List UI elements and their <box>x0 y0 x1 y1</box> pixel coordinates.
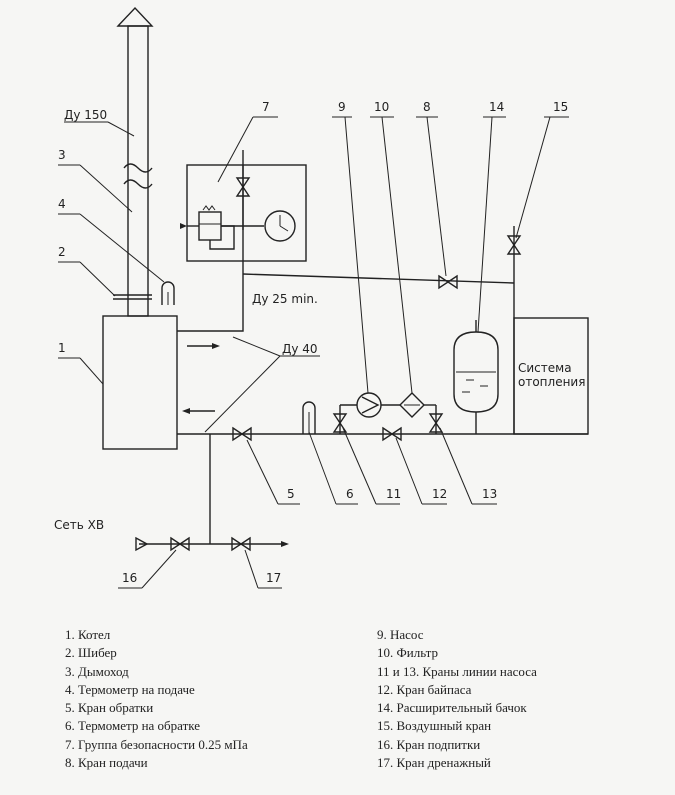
expansion-tank <box>453 320 499 434</box>
legend-item: 12. Кран байпаса <box>377 681 472 697</box>
legend-item: 16. Кран подпитки <box>377 736 481 752</box>
callout-10: 10 <box>374 100 389 114</box>
legend-item: 1. Котел <box>65 627 111 642</box>
filter <box>399 392 425 418</box>
legend-item: 3. Дымоход <box>65 663 129 679</box>
legend-left-column: 1. Котел 2. Шибер 3. Дымоход 4. Термомет… <box>65 626 248 772</box>
callout-5: 5 <box>287 487 295 501</box>
damper <box>113 294 152 300</box>
callout-1: 1 <box>58 341 66 355</box>
heating-scheme-diagram: Система отопления <box>54 6 589 589</box>
callout-8: 8 <box>423 100 431 114</box>
callout-9: 9 <box>338 100 346 114</box>
callout-2: 2 <box>58 245 66 259</box>
air-valve <box>506 226 522 256</box>
label-du40: Ду 40 <box>282 342 318 356</box>
supply-thermometer <box>161 281 175 305</box>
legend-item: 14. Расширительный бачок <box>377 700 527 716</box>
pump-line-valve-13 <box>428 413 444 433</box>
legend-item: 17. Кран дренажный <box>377 755 491 771</box>
callout-6: 6 <box>346 487 354 501</box>
label-du150: Ду 150 <box>64 108 107 122</box>
pump-line-valve-11 <box>332 413 348 433</box>
supply-valve <box>438 274 458 290</box>
callout-3: 3 <box>58 148 66 162</box>
bypass-valve <box>382 426 402 442</box>
callout-14: 14 <box>489 100 504 114</box>
pump <box>356 392 382 418</box>
drain-valve <box>231 536 251 552</box>
legend-item: 8. Кран подачи <box>65 755 148 771</box>
make-up-valve <box>170 536 190 552</box>
supply-pipe <box>177 165 515 434</box>
callouts: 1 2 3 4 7 9 10 8 14 15 5 6 11 12 13 16 1 <box>58 100 569 589</box>
legend-item: 7. Группа безопасности 0.25 мПа <box>65 736 248 752</box>
return-thermometer <box>302 401 316 434</box>
chimney <box>116 6 154 317</box>
legend-item: 9. Насос <box>377 627 424 642</box>
callout-17: 17 <box>266 571 281 585</box>
legend-right-column: 9. Насос 10. Фильтр 11 и 13. Краны линии… <box>377 626 537 772</box>
legend-item: 6. Термометр на обратке <box>65 718 201 734</box>
legend-item: 15. Воздушный кран <box>377 718 492 734</box>
legend-item: 11 и 13. Краны линии насоса <box>377 663 537 679</box>
safety-group <box>180 150 307 262</box>
system-label-line2: отопления <box>518 375 585 389</box>
callout-13: 13 <box>482 487 497 501</box>
heating-system-box: Система отопления <box>513 317 589 435</box>
label-network: Сеть ХВ <box>54 518 104 532</box>
callout-16: 16 <box>122 571 137 585</box>
system-label-line1: Система <box>518 361 572 375</box>
callout-7: 7 <box>262 100 270 114</box>
callout-15: 15 <box>553 100 568 114</box>
callout-4: 4 <box>58 197 66 211</box>
cold-water-line <box>135 434 289 552</box>
legend-item: 10. Фильтр <box>377 645 438 661</box>
callout-12: 12 <box>432 487 447 501</box>
legend-item: 4. Термометр на подаче <box>65 681 195 697</box>
legend-item: 5. Кран обратки <box>65 700 154 716</box>
boiler <box>102 315 178 450</box>
flow-arrows <box>182 343 220 414</box>
legend-item: 2. Шибер <box>65 645 117 661</box>
callout-11: 11 <box>386 487 401 501</box>
return-valve <box>232 426 252 442</box>
label-du25: Ду 25 min. <box>252 292 318 306</box>
